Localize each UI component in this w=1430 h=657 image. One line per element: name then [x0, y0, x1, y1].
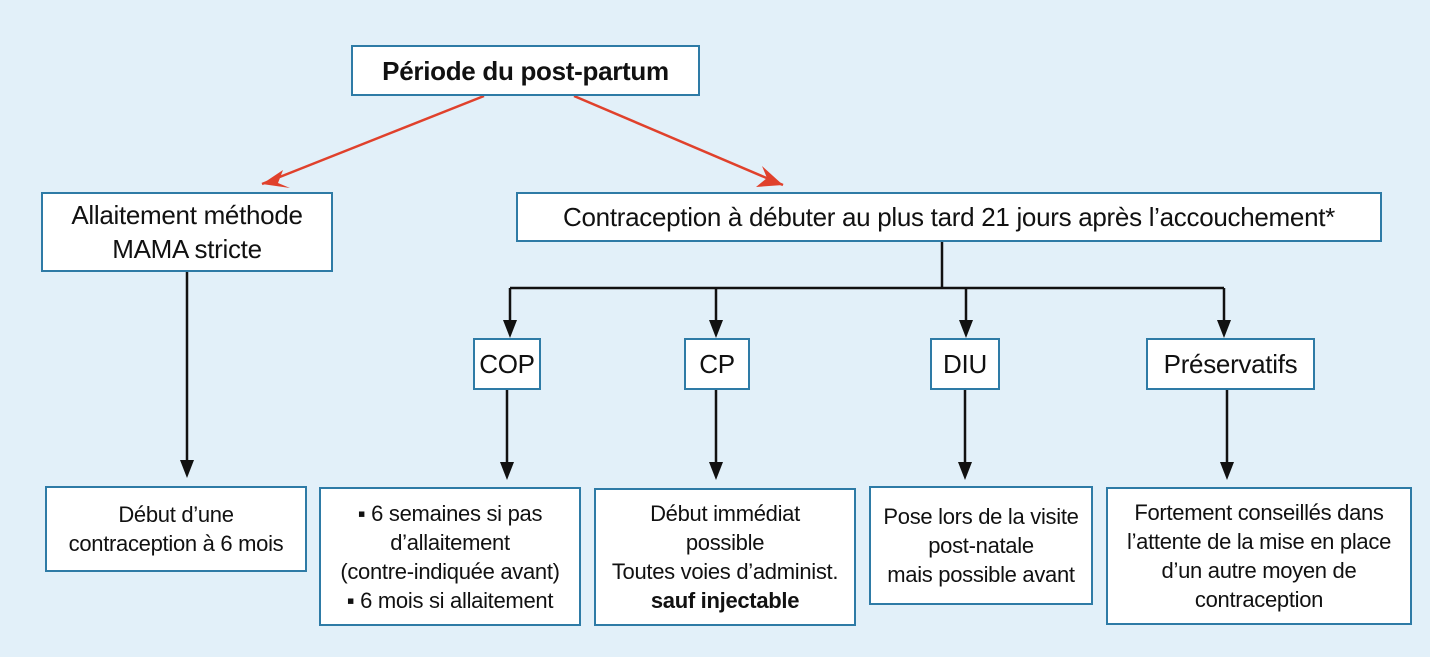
arrowhead-to-diu — [959, 320, 973, 338]
cop-result-line3: (contre-indiquée avant) — [340, 558, 560, 584]
cp-result-line3: Toutes voies d’administ. — [611, 559, 839, 584]
method-cp-node: CP — [684, 338, 750, 390]
cop-result-line4: 6 mois si allaitement — [347, 586, 553, 615]
arrowhead-to-cp — [709, 320, 723, 338]
preservatifs-result-node: Fortement conseillés dans l’attente de l… — [1106, 487, 1412, 625]
method-cop-label: COP — [479, 349, 535, 379]
method-diu-label: DIU — [943, 349, 987, 379]
preservatifs-result-line4: contraception — [1194, 587, 1324, 612]
contraception-node: Contraception à débuter au plus tard 21 … — [516, 192, 1382, 242]
arrowhead-root-to-left — [262, 170, 290, 188]
diu-result-line3: mais possible avant — [887, 562, 1075, 587]
preservatifs-result-line2: l’attente de la mise en place — [1126, 529, 1392, 554]
root-label: Période du post-partum — [382, 55, 669, 86]
breastfeeding-label-line1: Allaitement méthode — [71, 200, 303, 230]
arrowhead-diu-down — [958, 462, 972, 480]
arrowhead-cop-down — [500, 462, 514, 480]
cop-result-line2: d’allaitement — [390, 529, 510, 555]
cop-result-line1: 6 semaines si pas — [358, 499, 542, 528]
cop-result-node: 6 semaines si pas d’allaitement (contre-… — [319, 487, 581, 626]
breastfeeding-result-line2: contraception à 6 mois — [68, 531, 284, 556]
breastfeeding-mama-node: Allaitement méthode MAMA stricte — [41, 192, 333, 272]
preservatifs-result-line1: Fortement conseillés dans — [1134, 500, 1384, 525]
method-preservatifs-label: Préservatifs — [1163, 349, 1298, 379]
method-diu-node: DIU — [930, 338, 1000, 390]
arrow-root-to-right — [573, 94, 784, 187]
diu-result-line2: post-natale — [928, 533, 1034, 558]
preservatifs-result-line3: d’un autre moyen de — [1161, 558, 1357, 583]
arrowhead-preservatifs-down — [1220, 462, 1234, 480]
diu-result-node: Pose lors de la visite post-natale mais … — [869, 486, 1093, 605]
breastfeeding-label-line2: MAMA stricte — [112, 234, 262, 264]
cp-result-line4: sauf injectable — [650, 588, 800, 613]
method-preservatifs-node: Préservatifs — [1146, 338, 1315, 390]
root-node: Période du post-partum — [351, 45, 700, 96]
arrow-root-to-left — [261, 94, 485, 186]
breastfeeding-result-node: Début d’une contraception à 6 mois — [45, 486, 307, 572]
arrowhead-cp-down — [709, 462, 723, 480]
arrowhead-root-to-right — [756, 166, 783, 187]
arrowhead-left-down — [180, 460, 194, 478]
arrowhead-to-cop — [503, 320, 517, 338]
breastfeeding-result-line1: Début d’une — [118, 502, 234, 527]
method-cp-label: CP — [699, 349, 735, 379]
method-cop-node: COP — [473, 338, 541, 390]
diu-result-line1: Pose lors de la visite — [883, 504, 1079, 529]
arrowhead-to-preservatifs — [1217, 320, 1231, 338]
cp-result-line2: possible — [685, 530, 765, 555]
cp-result-node: Début immédiat possible Toutes voies d’a… — [594, 488, 856, 626]
contraception-label: Contraception à débuter au plus tard 21 … — [563, 202, 1335, 232]
cp-result-line1: Début immédiat — [650, 501, 800, 526]
